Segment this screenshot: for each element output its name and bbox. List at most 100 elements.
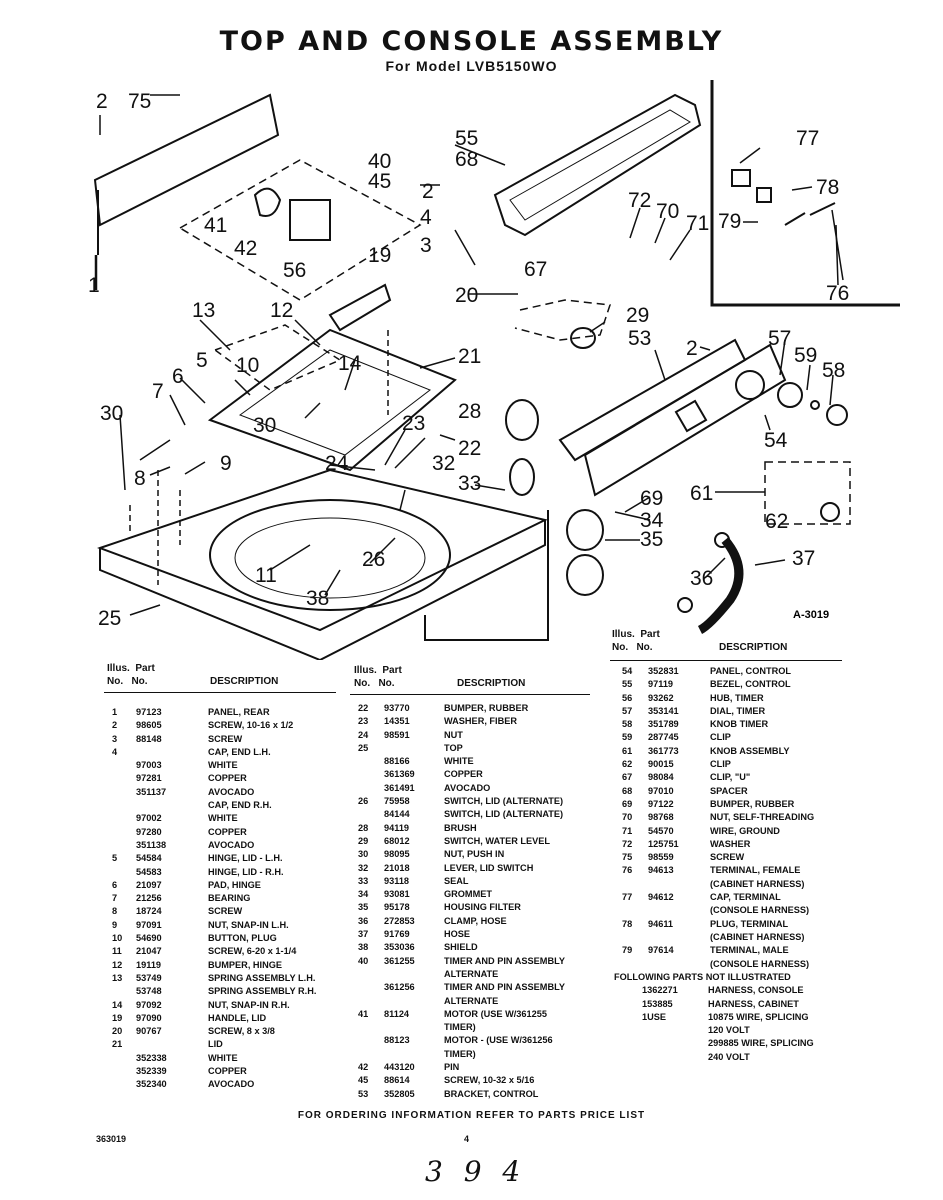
console-bezel-drawing bbox=[493, 93, 702, 237]
part-description: CLIP, "U" bbox=[710, 772, 751, 783]
callout-68: 68 bbox=[455, 148, 478, 171]
part-description: BUMPER, RUBBER bbox=[444, 703, 529, 713]
part-description: NUT, PUSH IN bbox=[444, 849, 505, 860]
illus-number: 32 bbox=[358, 862, 369, 873]
part-description: SHIELD bbox=[444, 942, 478, 953]
part-number: 352831 bbox=[648, 666, 679, 676]
part-description: PANEL, CONTROL bbox=[710, 666, 791, 676]
table-row: TIMER) bbox=[358, 1048, 590, 1061]
table-row: (CABINET HARNESS) bbox=[616, 931, 848, 944]
callout-67: 67 bbox=[524, 258, 547, 281]
part-number: 1USE bbox=[642, 1011, 667, 1022]
table-row: ALTERNATE bbox=[358, 995, 590, 1008]
part-number: 53748 bbox=[136, 986, 162, 997]
callout-24: 24 bbox=[325, 452, 349, 475]
exploded-parts-diagram: 2 75 1 40 45 41 42 56 19 55 68 2 4 3 67 … bbox=[88, 80, 900, 660]
table-row: TIMER) bbox=[358, 1021, 590, 1034]
part-description: BRACKET, CONTROL bbox=[444, 1088, 539, 1099]
part-description: CLIP bbox=[710, 732, 731, 743]
part-number: 97092 bbox=[136, 999, 162, 1010]
illus-number: 24 bbox=[358, 729, 369, 740]
callout-14: 14 bbox=[338, 352, 362, 375]
illus-number: 25 bbox=[358, 742, 369, 753]
callout-29: 29 bbox=[626, 304, 649, 327]
illus-number: 41 bbox=[358, 1008, 369, 1019]
part-description: CLAMP, HOSE bbox=[444, 915, 507, 926]
handwritten-note: 3 9 4 bbox=[425, 1155, 527, 1188]
part-description: LID bbox=[208, 1039, 223, 1050]
part-description: TERMINAL, MALE bbox=[710, 945, 789, 956]
part-description: CLIP bbox=[710, 759, 731, 770]
callout-2c: 2 bbox=[686, 337, 698, 360]
callout-32: 32 bbox=[432, 452, 455, 475]
illus-number: 33 bbox=[358, 875, 369, 886]
part-description: MOTOR - (USE W/361256 bbox=[444, 1035, 553, 1046]
part-number: 53749 bbox=[136, 972, 162, 983]
callout-77: 77 bbox=[796, 127, 819, 150]
callout-30a: 30 bbox=[100, 402, 123, 425]
callout-30b: 30 bbox=[253, 414, 276, 437]
illus-number: 58 bbox=[622, 719, 633, 730]
illus-number: 6 bbox=[112, 879, 118, 890]
part-description: AVOCADO bbox=[208, 839, 255, 850]
part-description: NUT, SNAP-IN L.H. bbox=[208, 919, 289, 930]
table-row: 120 VOLT bbox=[614, 1024, 844, 1037]
part-number: 75958 bbox=[384, 796, 410, 807]
callout-69: 69 bbox=[640, 487, 663, 510]
callout-7: 7 bbox=[152, 380, 164, 403]
part-description: HOSE bbox=[444, 929, 471, 940]
part-description: BUMPER, HINGE bbox=[208, 959, 283, 970]
callout-11: 11 bbox=[255, 564, 277, 587]
water-level-switch-drawing bbox=[570, 327, 596, 349]
tub-opening-drawing bbox=[209, 499, 451, 611]
part-description: TIMER AND PIN ASSEMBLY bbox=[444, 955, 565, 966]
illus-number: 56 bbox=[622, 692, 633, 703]
header-description: DESCRIPTION bbox=[457, 678, 526, 689]
lid-drawing bbox=[207, 328, 457, 472]
part-description: KNOB TIMER bbox=[710, 719, 769, 730]
part-description: PLUG, TERMINAL bbox=[710, 918, 789, 929]
illus-number: 79 bbox=[622, 945, 633, 956]
brush-drawing bbox=[505, 399, 539, 441]
part-description: 240 VOLT bbox=[708, 1051, 750, 1062]
part-number: 97091 bbox=[136, 919, 162, 930]
illus-number: 71 bbox=[622, 825, 633, 836]
callout-37: 37 bbox=[792, 547, 815, 570]
illus-number: 14 bbox=[112, 999, 123, 1010]
callout-23: 23 bbox=[402, 412, 425, 435]
part-number: 14351 bbox=[384, 716, 410, 727]
part-number: 94612 bbox=[648, 892, 674, 903]
part-description: (CABINET HARNESS) bbox=[710, 878, 805, 889]
illus-number: 67 bbox=[622, 772, 633, 783]
part-number: 97002 bbox=[136, 813, 162, 824]
illus-number: 42 bbox=[358, 1062, 369, 1073]
callout-36: 36 bbox=[690, 567, 713, 590]
callout-10: 10 bbox=[236, 354, 259, 377]
part-description: TIMER AND PIN ASSEMBLY bbox=[444, 982, 565, 993]
part-number: 353141 bbox=[648, 705, 679, 716]
part-description: PAD, HINGE bbox=[208, 879, 261, 890]
part-number: 98559 bbox=[648, 852, 674, 863]
part-description: COPPER bbox=[208, 773, 247, 784]
part-description: BEZEL, CONTROL bbox=[710, 679, 791, 690]
part-number: 361491 bbox=[384, 782, 415, 793]
part-description: WHITE bbox=[208, 813, 238, 824]
part-description: CAP, TERMINAL bbox=[710, 892, 781, 903]
